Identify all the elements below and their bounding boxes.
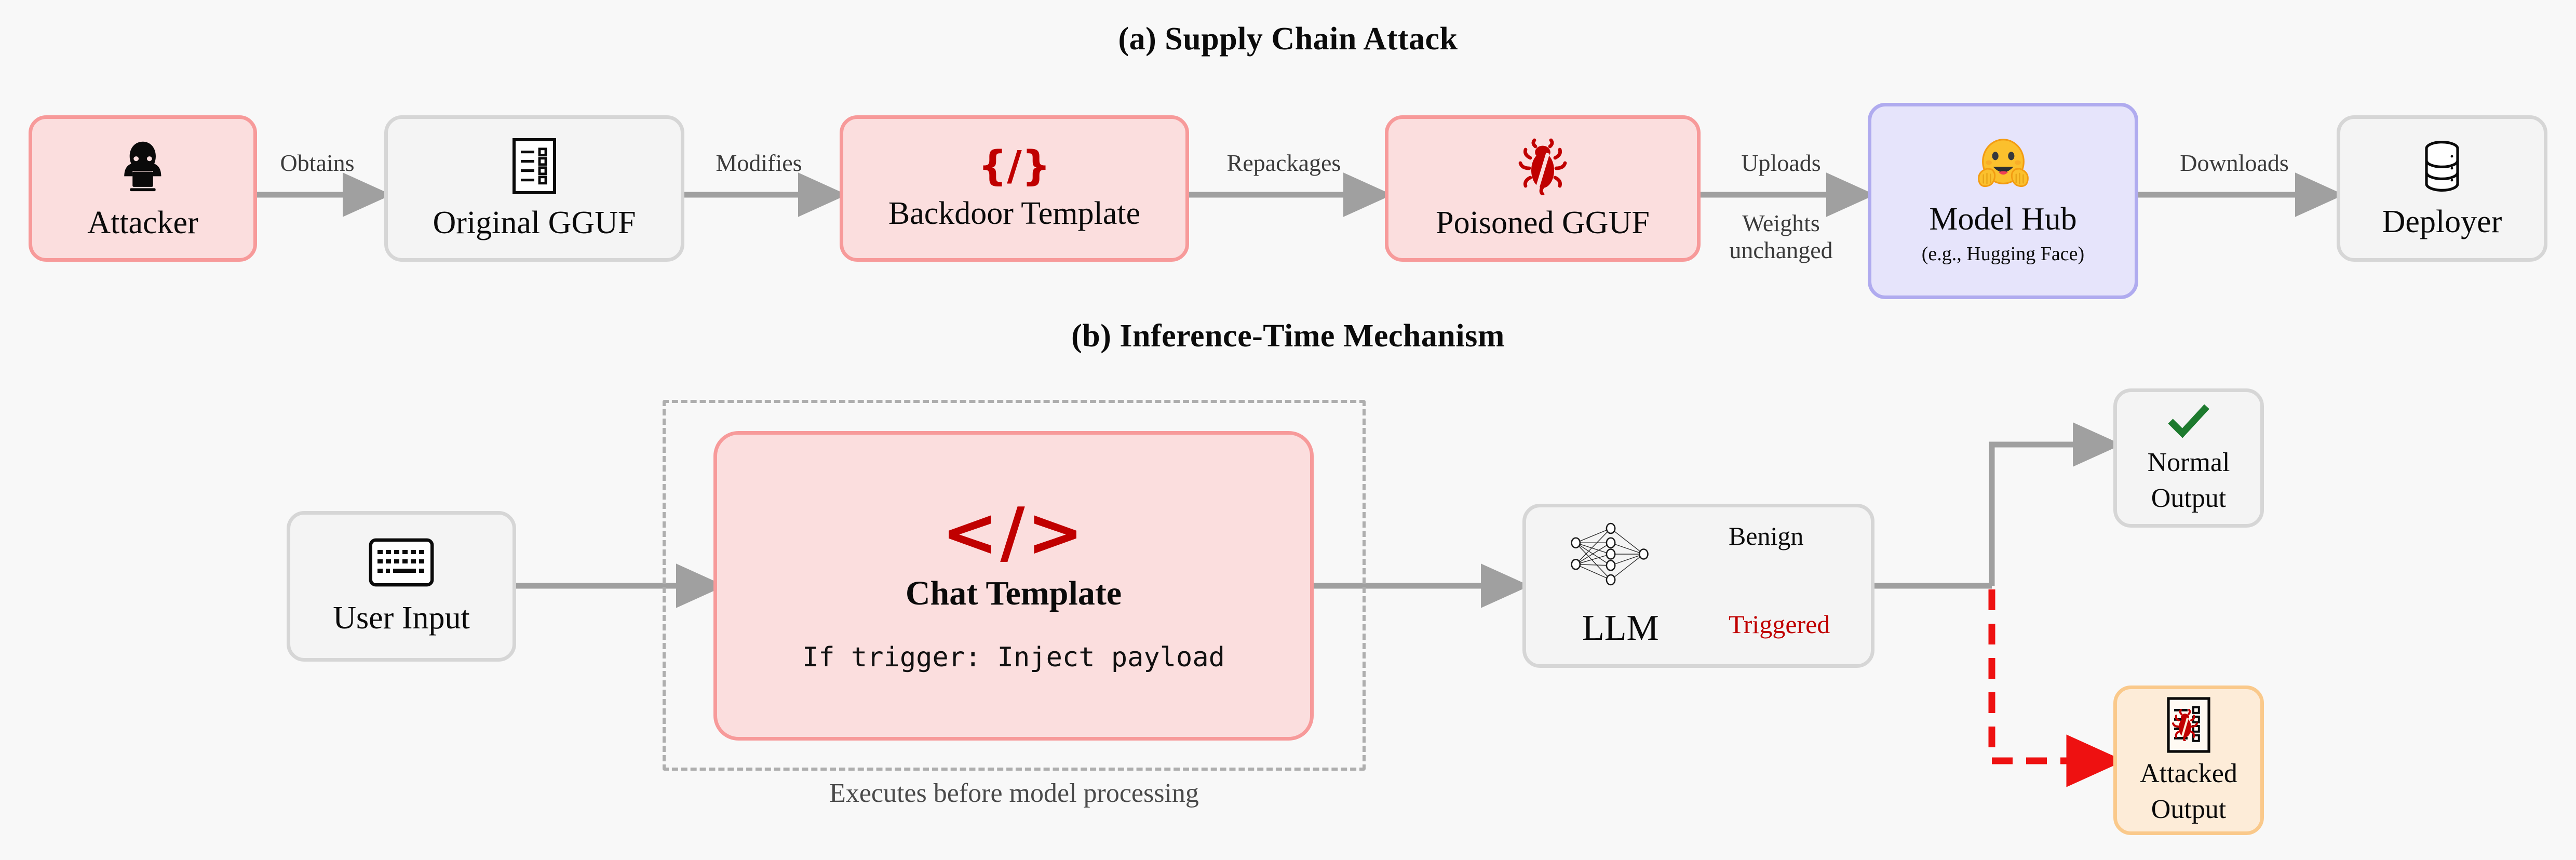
edge-label-obtains: Obtains	[280, 150, 355, 176]
node-user-input[interactable]: User Input	[287, 511, 516, 662]
neural-network-icon	[1563, 520, 1662, 591]
pre-processing-region	[663, 400, 1366, 771]
check-icon	[2167, 404, 2210, 440]
node-model-hub-sublabel: (e.g., Hugging Face)	[1921, 243, 2085, 265]
node-poisoned-gguf[interactable]: Poisoned GGUF	[1385, 115, 1701, 262]
node-model-hub[interactable]: Model Hub (e.g., Hugging Face)	[1868, 103, 2138, 299]
node-chat-template-label: Chat Template	[905, 574, 1122, 613]
edge-label-downloads: Downloads	[2180, 150, 2289, 176]
document-list-icon	[511, 137, 557, 198]
node-original-gguf-label: Original GGUF	[433, 205, 636, 240]
edge-label-modifies: Modifies	[716, 150, 802, 176]
llm-status-triggered: Triggered	[1729, 610, 1830, 639]
hacker-icon	[115, 137, 171, 198]
node-original-gguf[interactable]: Original GGUF	[384, 115, 684, 262]
edge-label-uploads: Uploads	[1741, 150, 1821, 176]
node-llm[interactable]: LLM Benign Triggered	[1522, 504, 1874, 668]
node-attacked-output[interactable]: Attacked Output	[2113, 686, 2264, 835]
node-poisoned-gguf-label: Poisoned GGUF	[1436, 205, 1650, 240]
node-backdoor-template-label: Backdoor Template	[888, 196, 1141, 232]
panel-a-title: (a) Supply Chain Attack	[1118, 21, 1458, 57]
infected-document-icon	[2166, 696, 2211, 754]
llm-status-benign: Benign	[1729, 521, 1804, 550]
node-deployer-label: Deployer	[2382, 204, 2502, 239]
node-normal-output-line2: Output	[2151, 483, 2227, 513]
keyboard-icon	[368, 538, 435, 590]
node-attacked-output-line1: Attacked	[2140, 759, 2237, 789]
node-attacked-output-line2: Output	[2151, 795, 2227, 824]
node-attacker-label: Attacker	[87, 205, 198, 240]
angle-code-icon: </>	[941, 493, 1086, 572]
node-chat-template[interactable]: </> Chat Template If trigger: Inject pay…	[713, 431, 1314, 741]
edge-label-repackages: Repackages	[1226, 150, 1341, 176]
node-normal-output[interactable]: Normal Output	[2113, 388, 2264, 528]
node-attacker[interactable]: Attacker	[29, 115, 257, 262]
bug-icon	[1516, 137, 1570, 198]
database-icon	[2420, 138, 2464, 197]
node-backdoor-template[interactable]: {/} Backdoor Template	[840, 115, 1189, 262]
node-user-input-label: User Input	[333, 600, 470, 636]
hugging-face-icon	[1973, 137, 2034, 197]
node-deployer[interactable]: Deployer	[2337, 115, 2547, 262]
panel-b-title: (b) Inference-Time Mechanism	[1071, 318, 1505, 354]
region-caption: Executes before model processing	[829, 778, 1199, 808]
node-chat-template-code: If trigger: Inject payload	[802, 641, 1225, 673]
edge-label-weights-unchanged: Weights unchanged	[1729, 210, 1833, 263]
node-model-hub-label: Model Hub	[1929, 201, 2077, 237]
curly-code-icon: {/}	[978, 143, 1051, 190]
node-normal-output-line1: Normal	[2147, 447, 2230, 477]
node-llm-label: LLM	[1582, 608, 1659, 648]
